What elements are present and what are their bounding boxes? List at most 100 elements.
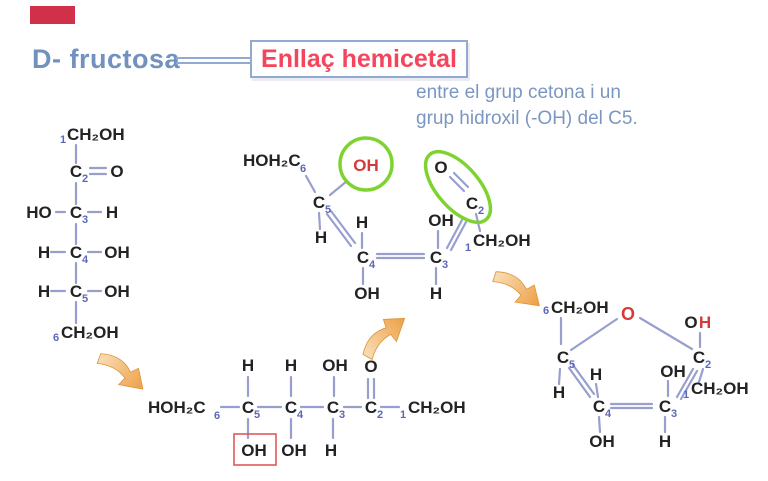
atom-label: OH bbox=[104, 243, 130, 262]
atom-label: C bbox=[557, 348, 569, 367]
atom-label: OH bbox=[589, 432, 615, 451]
atom-label: O bbox=[684, 313, 697, 332]
atom-label: CH₂OH bbox=[551, 298, 609, 317]
atom-label: 4 bbox=[297, 409, 304, 421]
atom-label: H bbox=[38, 282, 50, 301]
bond bbox=[567, 366, 592, 399]
bond bbox=[638, 316, 694, 351]
atom-label: OH bbox=[281, 441, 307, 460]
atom-label: C bbox=[430, 248, 442, 267]
atom-label: 5 bbox=[254, 409, 260, 421]
bond bbox=[452, 171, 470, 189]
atom-label: H bbox=[106, 203, 118, 222]
atom-label: HO bbox=[26, 203, 52, 222]
bond bbox=[597, 415, 602, 434]
arrow-chain-to-bent bbox=[362, 317, 406, 361]
atom-label: 2 bbox=[705, 359, 711, 371]
atom-label: O bbox=[434, 158, 447, 177]
highlight-ellipse bbox=[423, 149, 493, 225]
bond bbox=[697, 367, 705, 384]
atom-label: H bbox=[659, 432, 671, 451]
arrow-shape bbox=[492, 271, 540, 307]
atom-label: 3 bbox=[671, 408, 677, 420]
bond bbox=[325, 212, 353, 248]
caption-line-2: grup hidroxil (-OH) del C5. bbox=[416, 108, 638, 129]
atom-label: C bbox=[70, 282, 82, 301]
caption-line-1: entre el grup cetona i un bbox=[416, 82, 621, 103]
atom-label: CH₂OH bbox=[67, 125, 125, 144]
caption-text: entre el grup cetona i un grup hidroxil … bbox=[416, 80, 638, 132]
atom-label: 4 bbox=[82, 254, 89, 266]
atom-label: CH₂OH bbox=[473, 231, 531, 250]
atom-label: OH bbox=[428, 211, 454, 230]
atom-label: 1 bbox=[400, 409, 406, 421]
atom-label: C bbox=[365, 398, 377, 417]
bond bbox=[594, 382, 600, 399]
atom-label: C bbox=[285, 398, 297, 417]
atom-label: C bbox=[242, 398, 254, 417]
bond bbox=[449, 220, 468, 252]
atom-label: H bbox=[590, 365, 602, 384]
red-marker bbox=[30, 6, 75, 24]
atom-label: H bbox=[356, 213, 368, 232]
atom-label: 6 bbox=[543, 305, 549, 317]
atom-label: CH₂OH bbox=[61, 323, 119, 342]
atom-label: 3 bbox=[339, 409, 345, 421]
atom-label: C bbox=[70, 243, 82, 262]
arrow-fischer-to-chain bbox=[96, 353, 144, 390]
atom-label: 4 bbox=[605, 408, 612, 420]
atom-label: 6 bbox=[300, 163, 306, 175]
bond bbox=[329, 209, 357, 245]
bond bbox=[304, 174, 317, 194]
atom-label: 1 bbox=[465, 242, 471, 254]
atom-label: O bbox=[110, 162, 123, 181]
atom-label: 5 bbox=[82, 293, 88, 305]
bond bbox=[569, 317, 619, 352]
atom-label: OH bbox=[104, 282, 130, 301]
callout-box: Enllaç hemicetal bbox=[250, 40, 468, 78]
ring-oxygen-label: O bbox=[621, 304, 635, 324]
highlight-box bbox=[233, 433, 277, 466]
atom-label: C bbox=[70, 162, 82, 181]
atom-label: HOH₂C bbox=[243, 151, 301, 170]
atom-label: H bbox=[285, 356, 297, 375]
atom-label: H bbox=[699, 313, 711, 332]
atom-label: H bbox=[430, 284, 442, 303]
callout-connector-line bbox=[176, 57, 252, 64]
atom-label: 2 bbox=[478, 205, 484, 217]
bond bbox=[571, 363, 596, 396]
atom-label: C bbox=[593, 397, 605, 416]
boxed-oh-label: OH bbox=[241, 441, 267, 460]
highlight-circle bbox=[338, 136, 394, 192]
atom-label: H bbox=[325, 441, 337, 460]
atom-label: H bbox=[553, 383, 565, 402]
arrow-shape bbox=[96, 353, 144, 390]
atom-label: HOH₂C bbox=[148, 398, 206, 417]
arrow-shape bbox=[362, 317, 406, 361]
atom-label: OH bbox=[322, 356, 348, 375]
atom-label: 3 bbox=[442, 259, 448, 271]
atom-label: 6 bbox=[214, 410, 220, 422]
atom-label: O bbox=[364, 357, 377, 376]
atom-label: H bbox=[315, 228, 327, 247]
atom-label: 4 bbox=[369, 259, 376, 271]
bond bbox=[679, 369, 699, 401]
atom-label: C bbox=[327, 398, 339, 417]
bond bbox=[675, 367, 695, 399]
atom-label: 3 bbox=[82, 214, 88, 226]
callout-label: Enllaç hemicetal bbox=[261, 44, 457, 73]
atom-label: 1 bbox=[683, 389, 689, 401]
atom-label: 5 bbox=[569, 359, 575, 371]
atom-label: H bbox=[38, 243, 50, 262]
atom-label: OH bbox=[660, 362, 686, 381]
bond bbox=[448, 175, 466, 193]
atom-label: 2 bbox=[377, 409, 383, 421]
atom-label: CH₂OH bbox=[691, 379, 749, 398]
atom-label: C bbox=[357, 248, 369, 267]
bond bbox=[317, 211, 322, 231]
arrow-bent-to-ring bbox=[492, 271, 540, 307]
